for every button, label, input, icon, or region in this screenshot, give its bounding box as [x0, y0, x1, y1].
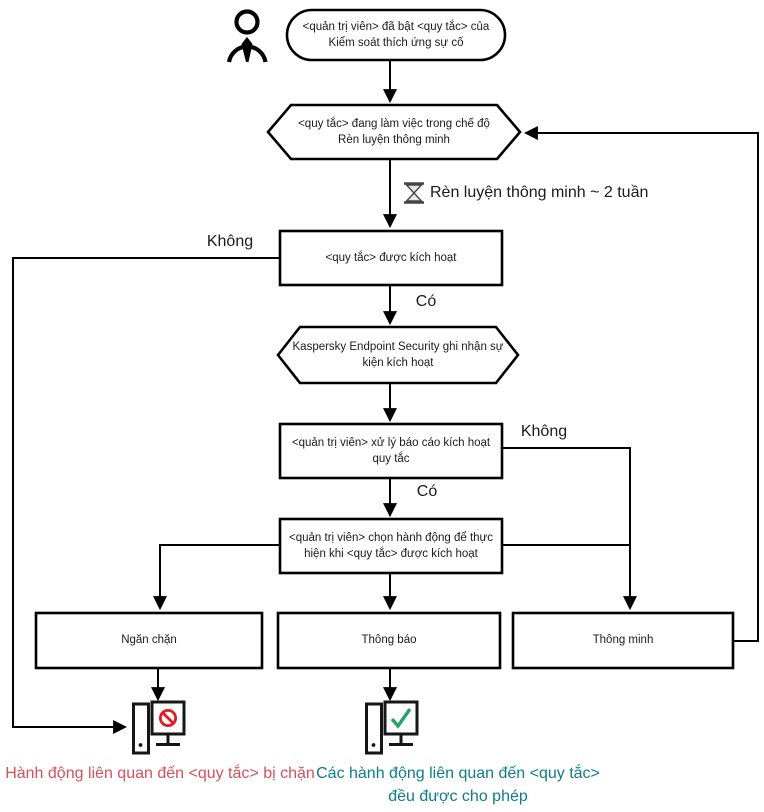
connector-action-to-block — [153, 544, 280, 611]
computer-allowed-tower — [365, 702, 383, 755]
no-label-left: Không — [206, 233, 254, 250]
checkmark-icon — [390, 708, 412, 729]
computer-allowed-tower-dot — [371, 743, 376, 747]
connector-no-loop-left — [12, 257, 280, 734]
notify-action-box-shape — [276, 611, 502, 670]
computer-allowed-screen — [383, 700, 419, 736]
computer-allowed-icon — [365, 700, 419, 755]
allowed-caption: Các hành động liên quan đến <quy tắc> đề… — [316, 765, 600, 806]
start-node-shape — [285, 8, 507, 62]
notify-action-label: Thông báo — [361, 634, 417, 647]
prohibition-icon — [158, 709, 177, 728]
admin-action-box-shape — [278, 517, 504, 575]
yes-label-1: Có — [415, 293, 437, 310]
start-node-label: <quản trị viên> đã bật <quy tắc> của Kiể… — [302, 20, 490, 49]
connector-no-branch-right — [502, 447, 637, 611]
person-tie — [241, 37, 253, 62]
prohibition-circle — [158, 709, 177, 728]
training-duration-label: Rèn luyện thông minh ~ 2 tuần — [430, 184, 649, 201]
computer-blocked-tower-dot — [138, 743, 143, 747]
kes-event-hexagon-label: Kaspersky Endpoint Security ghi nhận sự … — [292, 340, 504, 369]
kes-event-hexagon-shape — [276, 325, 520, 385]
hourglass-bottom-sand — [404, 191, 424, 202]
hourglass-icon — [404, 182, 424, 204]
admin-report-box-label: <quản trị viên> xử lý báo cáo kích hoạt … — [291, 436, 491, 465]
rule-triggered-box-label: <quy tắc> được kích hoạt — [325, 251, 457, 264]
person-head — [234, 9, 260, 35]
computer-blocked-tower — [132, 702, 150, 755]
person-icon — [226, 9, 268, 63]
smart-training-hexagon-shape — [266, 103, 522, 161]
blocked-caption: Hành động liên quan đến <quy tắc> bị chặ… — [5, 765, 315, 782]
hourglass-top-sand — [404, 184, 424, 195]
prohibition-slash — [161, 711, 175, 725]
no-label-right: Không — [520, 423, 568, 440]
rule-triggered-box-shape — [278, 229, 504, 287]
smart-action-box-shape — [511, 611, 735, 670]
admin-report-box-shape — [278, 422, 504, 480]
connector-smart-loopback — [523, 126, 759, 642]
smart-action-label: Thông minh — [592, 634, 654, 647]
admin-action-box-label: <quản trị viên> chọn hành động để thực h… — [289, 531, 493, 560]
smart-training-hexagon-label: <quy tắc> đang làm việc trong chế độ Rèn… — [298, 117, 490, 146]
yes-label-2: Có — [416, 483, 438, 500]
block-action-box-shape — [34, 611, 264, 670]
block-action-label: Ngăn chặn — [121, 634, 177, 647]
computer-blocked-icon — [132, 700, 186, 755]
